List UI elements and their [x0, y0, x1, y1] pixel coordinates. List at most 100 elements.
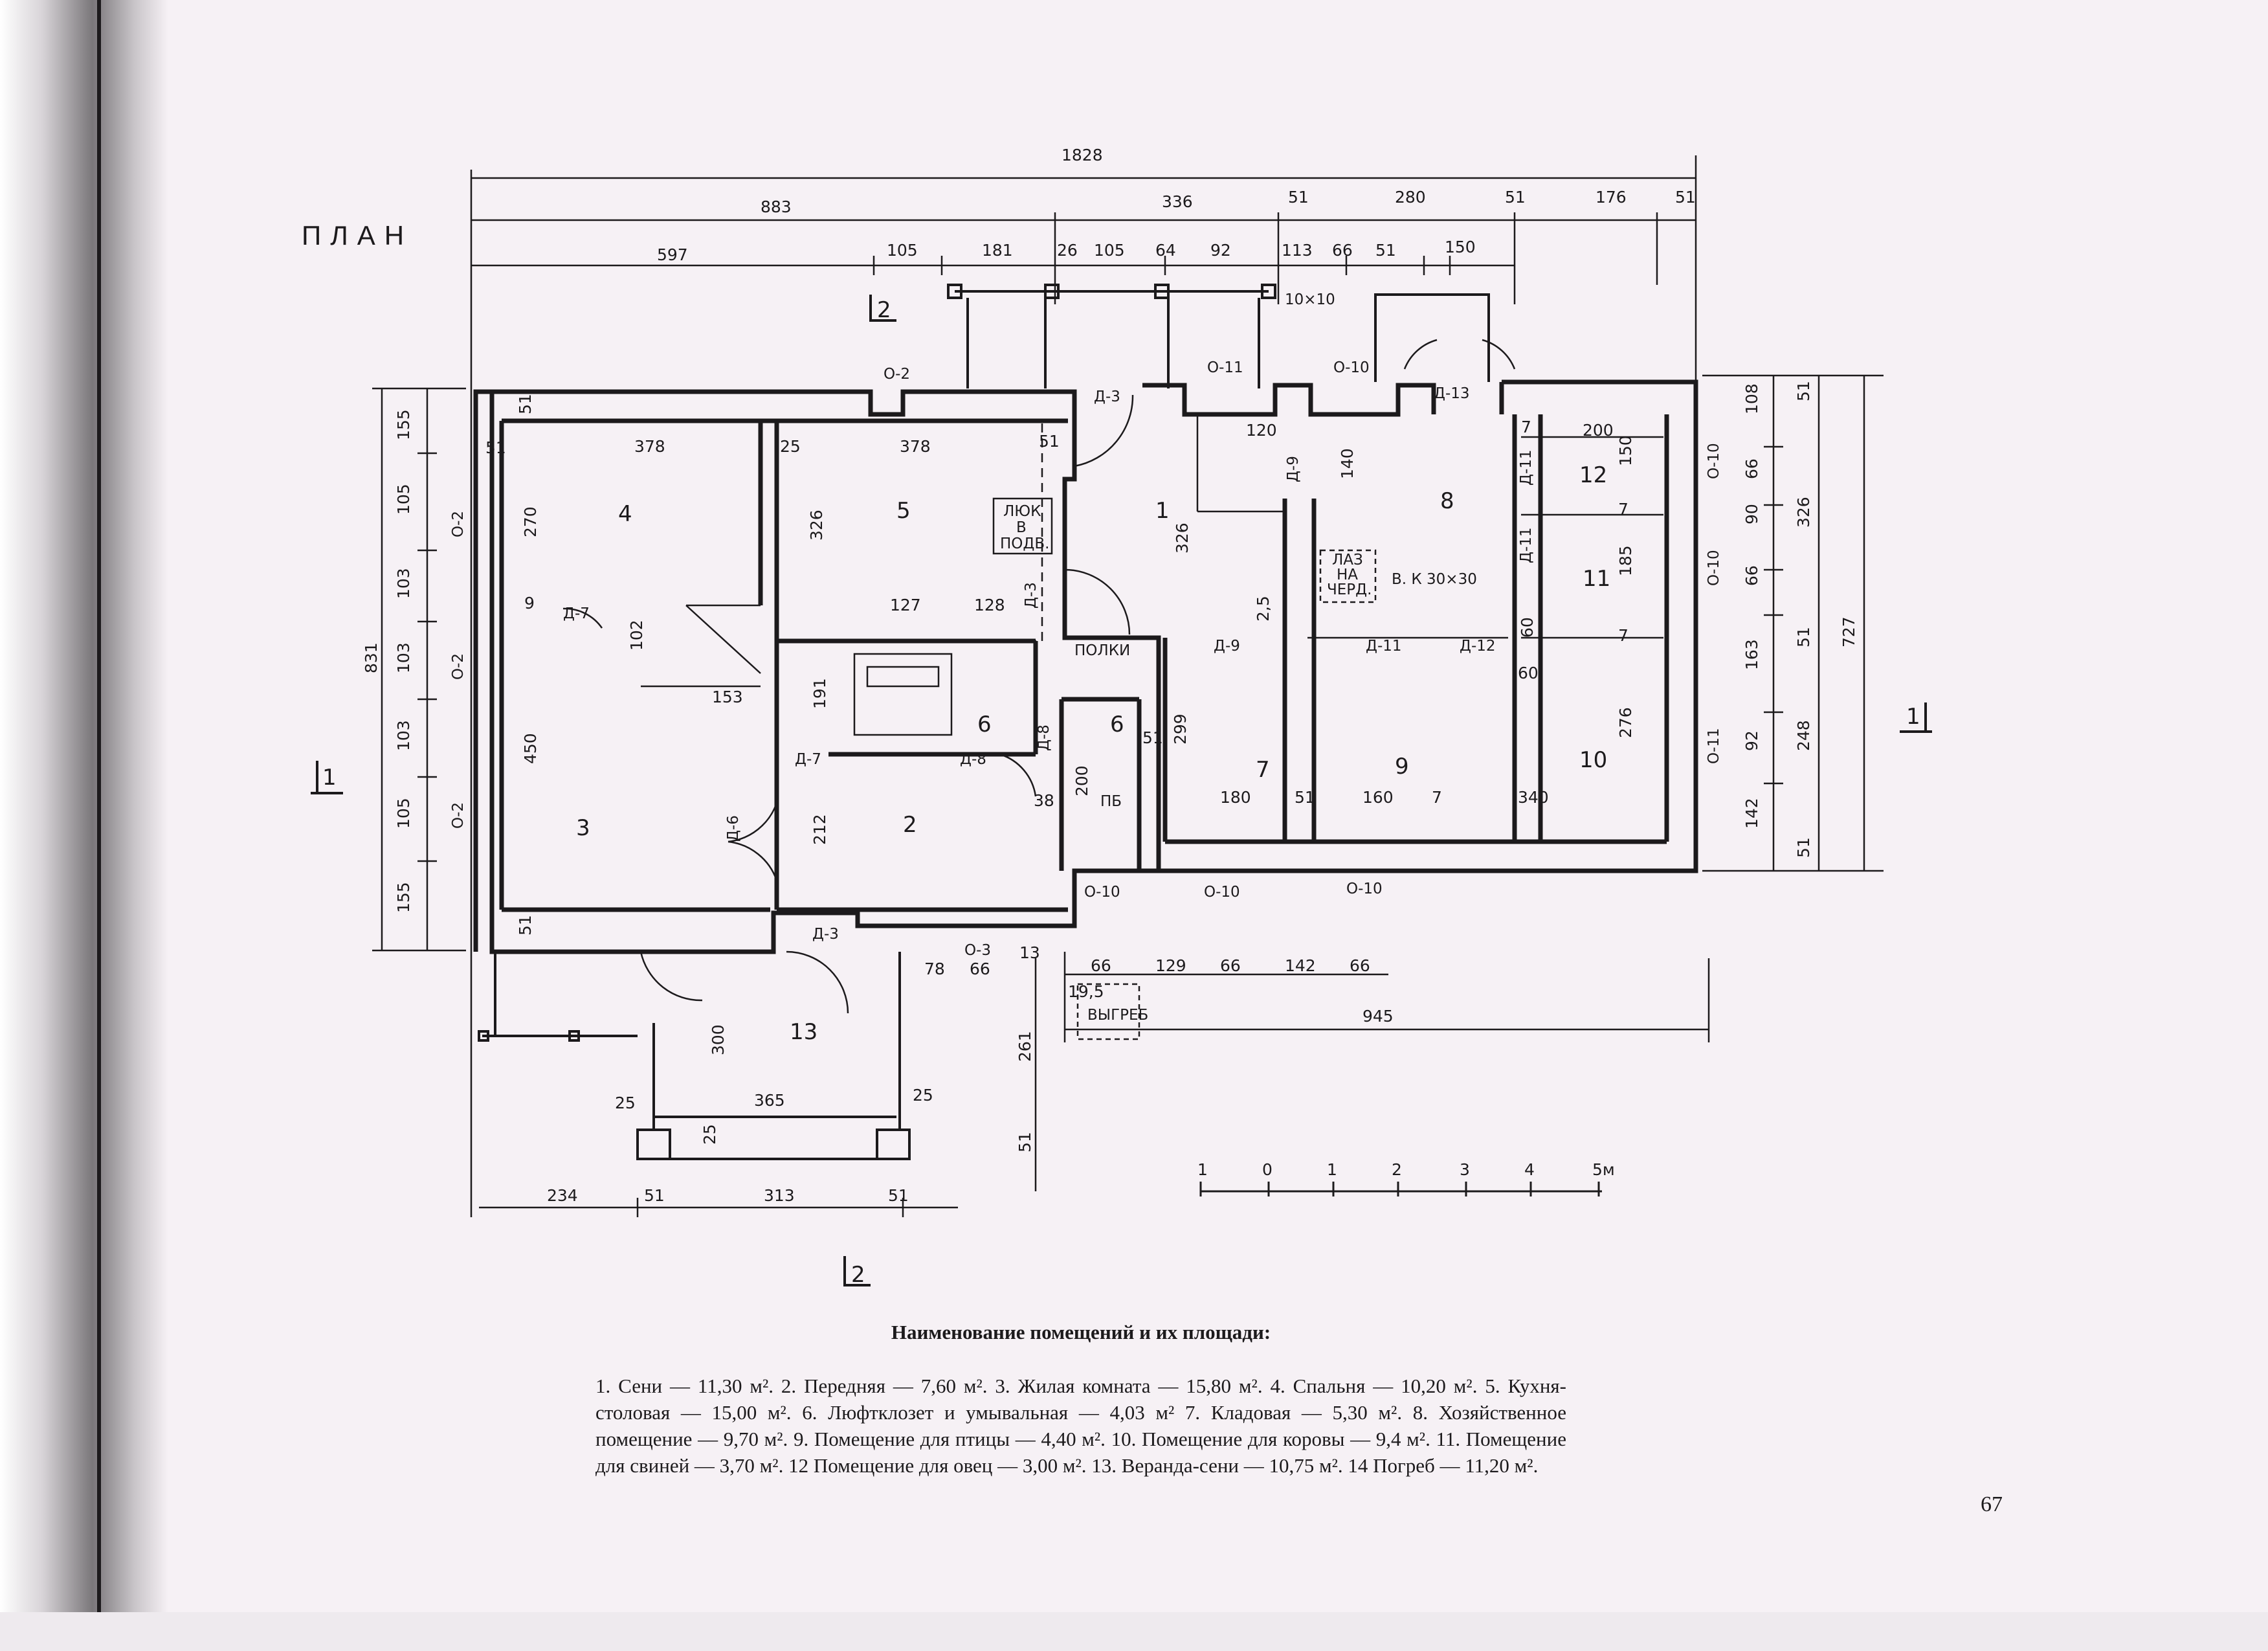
pb-label: ПБ: [1100, 793, 1122, 810]
attic-label-1: НА: [1337, 567, 1358, 583]
dim-bottom-2: 66: [1220, 956, 1241, 975]
window-o10-bottom2: О-10: [1346, 881, 1383, 897]
dim-veranda-side-0: 300: [709, 1024, 728, 1055]
door-d11-mid: Д-11: [1518, 527, 1535, 563]
walls: [473, 379, 1698, 954]
section-mark-1-left: 1: [322, 765, 337, 791]
dim-inner-21: 120: [1246, 421, 1277, 440]
window-o11-top: О-11: [1207, 359, 1243, 376]
door-d13: Д-13: [1434, 385, 1470, 402]
dim-top-r1-1: 336: [1162, 192, 1193, 211]
dim-inner-31: 200: [1073, 765, 1091, 796]
dim-left-4: 103: [394, 720, 413, 751]
scan-bottom-margin: [0, 1612, 2268, 1651]
dim-inner-6: 128: [974, 596, 1005, 614]
room-numbers: 1 2 3 4 5 6 6 7 8 9 10 11 12 13: [576, 462, 1610, 1045]
dim-top-r2-2: 181: [982, 241, 1013, 260]
dim-top-r1-2: 51: [1288, 188, 1309, 207]
dim-top-r2-4: 105: [1094, 241, 1125, 260]
window-tag: 10×10: [1285, 291, 1335, 308]
dim-inner-24: 60: [1518, 617, 1537, 638]
dim-right-3: 66: [1742, 565, 1761, 586]
dim-inner-23: 326: [1173, 522, 1192, 554]
scale-label-2: 1: [1327, 1160, 1337, 1179]
dim-inner-26: 7: [1521, 418, 1531, 436]
room-1: 1: [1155, 498, 1170, 524]
scale-label-5: 4: [1524, 1160, 1535, 1179]
dim-bottom-0: 66: [1091, 956, 1111, 975]
dim-right-0: 108: [1742, 383, 1761, 414]
dim-right-tag-2: 51: [1794, 627, 1813, 647]
dim-right-tag-1: 326: [1794, 497, 1813, 528]
door-d3-bottom: Д-3: [812, 926, 839, 943]
scan-edge-shadow: [0, 0, 168, 1651]
dim-inner-25: 60: [1518, 664, 1539, 682]
door-d3-top: Д-3: [1094, 388, 1120, 405]
dim-right-tag-3: 248: [1794, 720, 1813, 751]
dim-top-r2-6: 92: [1210, 241, 1231, 260]
window-o10-right2: О-10: [1706, 550, 1722, 586]
dim-veranda-side-4: 25: [913, 1086, 933, 1105]
window-o10-cellar: О-10: [1084, 884, 1120, 901]
dim-left-tag-2: 51: [516, 915, 535, 936]
dim-bottom-extra-1: 78: [924, 960, 945, 978]
window-tags: О-2 О-2 О-2 О-2 О-11 О-10 О-10 О-10 О-10…: [450, 359, 1722, 959]
dim-right-tag-4: 51: [1794, 837, 1813, 858]
dim-top-r1-6: 51: [1675, 188, 1696, 207]
dim-veranda-side-5: 25: [700, 1124, 719, 1145]
dim-bottom-1: 129: [1155, 956, 1186, 975]
inner-thin-lines: [641, 414, 1663, 1040]
dim-inner-15: 7: [1432, 788, 1442, 807]
doors: [562, 339, 1516, 1014]
room-6a: 6: [977, 712, 992, 737]
dim-top-r2-8: 66: [1332, 241, 1353, 260]
scale-bar: [1199, 1182, 1602, 1196]
room-5: 5: [896, 498, 911, 524]
dim-right-6: 142: [1742, 798, 1761, 829]
attic-label-0: ЛАЗ: [1332, 552, 1363, 568]
dim-veranda-side-1: 261: [1016, 1031, 1034, 1062]
section-mark-2-top: 2: [877, 297, 891, 323]
section-mark-labels: 2 2 1 1: [322, 297, 1920, 1288]
scale-label-4: 3: [1460, 1160, 1470, 1179]
room-13: 13: [790, 1019, 817, 1045]
window-o2-1: О-2: [450, 511, 467, 537]
dim-inner-30: 38: [1034, 791, 1054, 810]
dim-inner-7: 102: [627, 620, 646, 651]
door-tags: Д-3 Д-3 Д-3 Д-7 Д-7 Д-6 Д-8 Д-8 Д-9 Д-9 …: [563, 385, 1535, 943]
window-o11-right: О-11: [1706, 728, 1722, 764]
dim-bottom-extra-0: 19,5: [1068, 982, 1104, 1001]
porches: [478, 284, 1490, 1160]
dim-top-r1-4: 51: [1505, 188, 1526, 207]
door-d3-mid: Д-3: [1023, 582, 1040, 609]
dim-right-4: 163: [1742, 639, 1761, 670]
window-o10-bottom1: О-10: [1204, 884, 1240, 901]
hatch-label-0: ЛЮК: [1003, 503, 1041, 520]
dim-right-tag-0: 51: [1794, 381, 1813, 401]
room-3: 3: [576, 815, 590, 841]
cellar-label: ВЫГРЕБ: [1087, 1007, 1148, 1024]
dim-top-r2-9: 51: [1375, 241, 1396, 260]
dim-top-r1-0: 883: [761, 197, 792, 216]
room-12: 12: [1579, 462, 1607, 488]
dim-left-0: 155: [394, 409, 413, 440]
dim-left-5: 105: [394, 798, 413, 829]
dim-top-r2-3: 26: [1057, 241, 1078, 260]
dim-top-r2-7: 113: [1282, 241, 1313, 260]
room-10: 10: [1579, 747, 1607, 773]
legend-text: 1. Сени — 11,30 м². 2. Передняя — 7,60 м…: [595, 1375, 1566, 1477]
dim-veranda-0: 234: [547, 1186, 578, 1205]
room-7: 7: [1256, 757, 1270, 783]
window-o10-top: О-10: [1333, 359, 1370, 376]
dim-veranda-1: 51: [644, 1186, 665, 1205]
scale-label-0: 1: [1197, 1160, 1208, 1179]
scale-label-6: 5м: [1592, 1160, 1615, 1179]
room-9: 9: [1395, 754, 1409, 780]
door-d9-bottom: Д-9: [1214, 638, 1240, 655]
door-d11-bottom: Д-11: [1366, 638, 1402, 655]
scale-label-3: 2: [1392, 1160, 1402, 1179]
window-o2-2: О-2: [450, 653, 467, 680]
dim-inner-12: 180: [1220, 788, 1251, 807]
dim-inner-19: 150: [1616, 435, 1635, 466]
door-d7-left: Д-7: [563, 605, 590, 622]
